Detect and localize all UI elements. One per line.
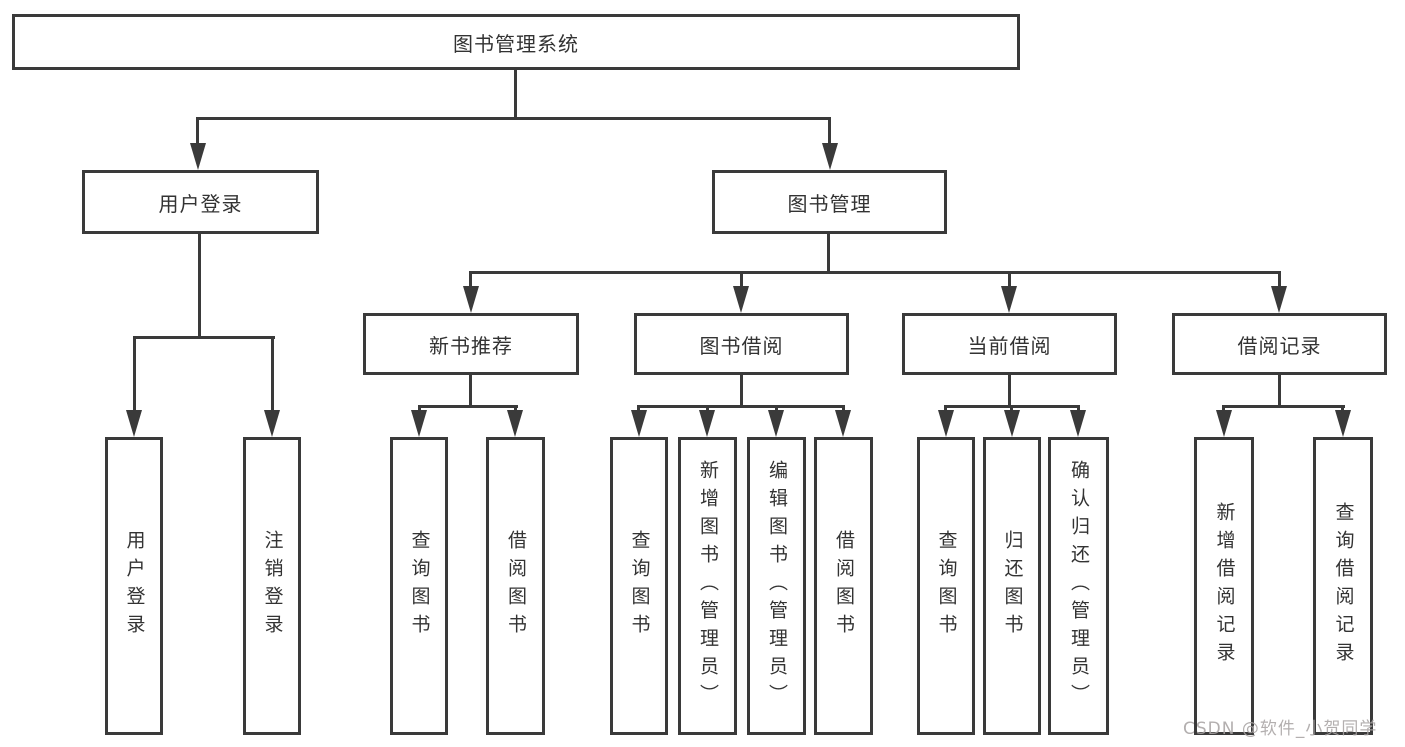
leaf-add-borrow-record: 新增借阅记录 <box>1194 437 1254 735</box>
arrowhead-down-icon <box>264 410 280 437</box>
connector-vline <box>469 375 472 407</box>
node-user-login: 用户登录 <box>82 170 319 234</box>
connector-vline <box>706 405 709 412</box>
leaf-return-book: 归还图书 <box>983 437 1041 735</box>
connector-vline <box>271 336 274 412</box>
connector-vline <box>740 375 743 407</box>
arrowhead-down-icon <box>631 410 647 437</box>
leaf-user-login: 用户登录 <box>105 437 163 735</box>
connector-vline <box>1008 271 1011 288</box>
node-current-borrow: 当前借阅 <box>902 313 1117 375</box>
connector-hline <box>1222 405 1345 408</box>
connector-vline <box>842 405 845 412</box>
arrowhead-down-icon <box>190 143 206 170</box>
connector-vline <box>637 405 640 412</box>
arrowhead-down-icon <box>835 410 851 437</box>
arrowhead-down-icon <box>463 286 479 313</box>
arrowhead-down-icon <box>822 143 838 170</box>
arrowhead-down-icon <box>768 410 784 437</box>
leaf-borrow-book-recommend: 借阅图书 <box>486 437 545 735</box>
connector-vline <box>828 117 831 145</box>
node-new-book-recommend: 新书推荐 <box>363 313 579 375</box>
connector-vline <box>418 405 421 412</box>
arrowhead-down-icon <box>507 410 523 437</box>
arrowhead-down-icon <box>938 410 954 437</box>
connector-vline <box>469 271 472 288</box>
connector-hline <box>196 117 831 120</box>
node-root: 图书管理系统 <box>12 14 1020 70</box>
connector-hline <box>133 336 275 339</box>
leaf-search-book-borrow: 查询图书 <box>610 437 668 735</box>
node-book-management: 图书管理 <box>712 170 947 234</box>
leaf-borrow-book: 借阅图书 <box>814 437 873 735</box>
node-borrow-records: 借阅记录 <box>1172 313 1387 375</box>
connector-vline <box>1278 375 1281 407</box>
leaf-add-book-admin: 新增图书（管理员） <box>678 437 737 735</box>
leaf-search-borrow-record: 查询借阅记录 <box>1313 437 1373 735</box>
connector-vline <box>775 405 778 412</box>
arrowhead-down-icon <box>1216 410 1232 437</box>
arrowhead-down-icon <box>1004 410 1020 437</box>
leaf-edit-book-admin: 编辑图书（管理员） <box>747 437 806 735</box>
arrowhead-down-icon <box>699 410 715 437</box>
connector-vline <box>514 70 517 118</box>
connector-hline <box>637 405 845 408</box>
leaf-confirm-return-admin: 确认归还（管理员） <box>1048 437 1109 735</box>
arrowhead-down-icon <box>1335 410 1351 437</box>
arrowhead-down-icon <box>733 286 749 313</box>
connector-vline <box>514 405 517 412</box>
csdn-watermark: CSDN @软件_小贺同学 <box>1183 719 1378 739</box>
connector-vline <box>740 271 743 288</box>
connector-vline <box>1278 271 1281 288</box>
arrowhead-down-icon <box>1070 410 1086 437</box>
connector-vline <box>133 336 136 412</box>
leaf-search-book-current: 查询图书 <box>917 437 975 735</box>
node-book-borrow: 图书借阅 <box>634 313 849 375</box>
connector-vline <box>198 234 201 338</box>
connector-vline <box>944 405 947 412</box>
arrowhead-down-icon <box>1271 286 1287 313</box>
arrowhead-down-icon <box>126 410 142 437</box>
connector-vline <box>1008 375 1011 407</box>
connector-vline <box>1010 405 1013 412</box>
arrowhead-down-icon <box>1001 286 1017 313</box>
connector-vline <box>1341 405 1344 412</box>
leaf-logout: 注销登录 <box>243 437 301 735</box>
connector-vline <box>1222 405 1225 412</box>
connector-vline <box>1077 405 1080 412</box>
connector-vline <box>827 234 830 274</box>
connector-hline <box>469 271 1281 274</box>
connector-vline <box>196 117 199 145</box>
connector-hline <box>418 405 518 408</box>
leaf-search-book-recommend: 查询图书 <box>390 437 448 735</box>
arrowhead-down-icon <box>411 410 427 437</box>
